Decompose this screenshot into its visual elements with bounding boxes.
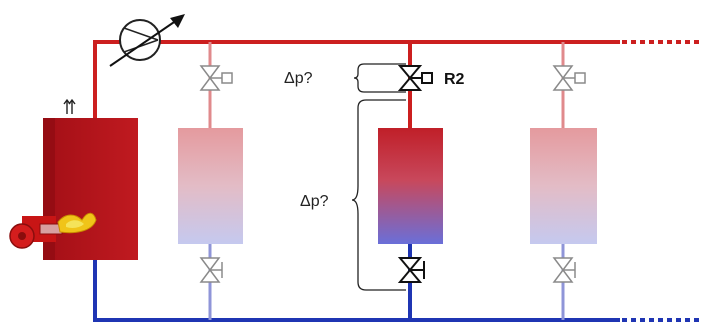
burner-icon (9, 212, 97, 249)
radiator-3 (530, 128, 597, 244)
lockshield-valve-icon (199, 257, 223, 283)
radiator-2 (378, 128, 443, 244)
delta-p-bracket-valve (353, 63, 406, 93)
valve-tag-r2: R2 (444, 71, 465, 88)
supply-pipe (93, 40, 703, 118)
lockshield-valve-r2-icon (397, 257, 425, 283)
boiler (43, 98, 138, 260)
delta-p-bracket-branch (351, 99, 406, 291)
radiator-1 (178, 128, 243, 244)
branch-2: Δp? Δp? R2 (284, 42, 465, 320)
return-pipe (93, 260, 703, 322)
branch-1 (178, 42, 243, 320)
thermostatic-valve-r2-icon (397, 65, 433, 91)
thermostatic-valve-icon (552, 65, 586, 91)
thermostatic-valve-icon (199, 65, 233, 91)
branch-3 (530, 42, 597, 320)
exhaust-arrows-icon (63, 98, 76, 114)
delta-p-valve-label: Δp? (284, 70, 313, 87)
circulation-pump-icon (109, 14, 185, 67)
lockshield-valve-icon (552, 257, 576, 283)
delta-p-branch-label: Δp? (300, 193, 329, 210)
